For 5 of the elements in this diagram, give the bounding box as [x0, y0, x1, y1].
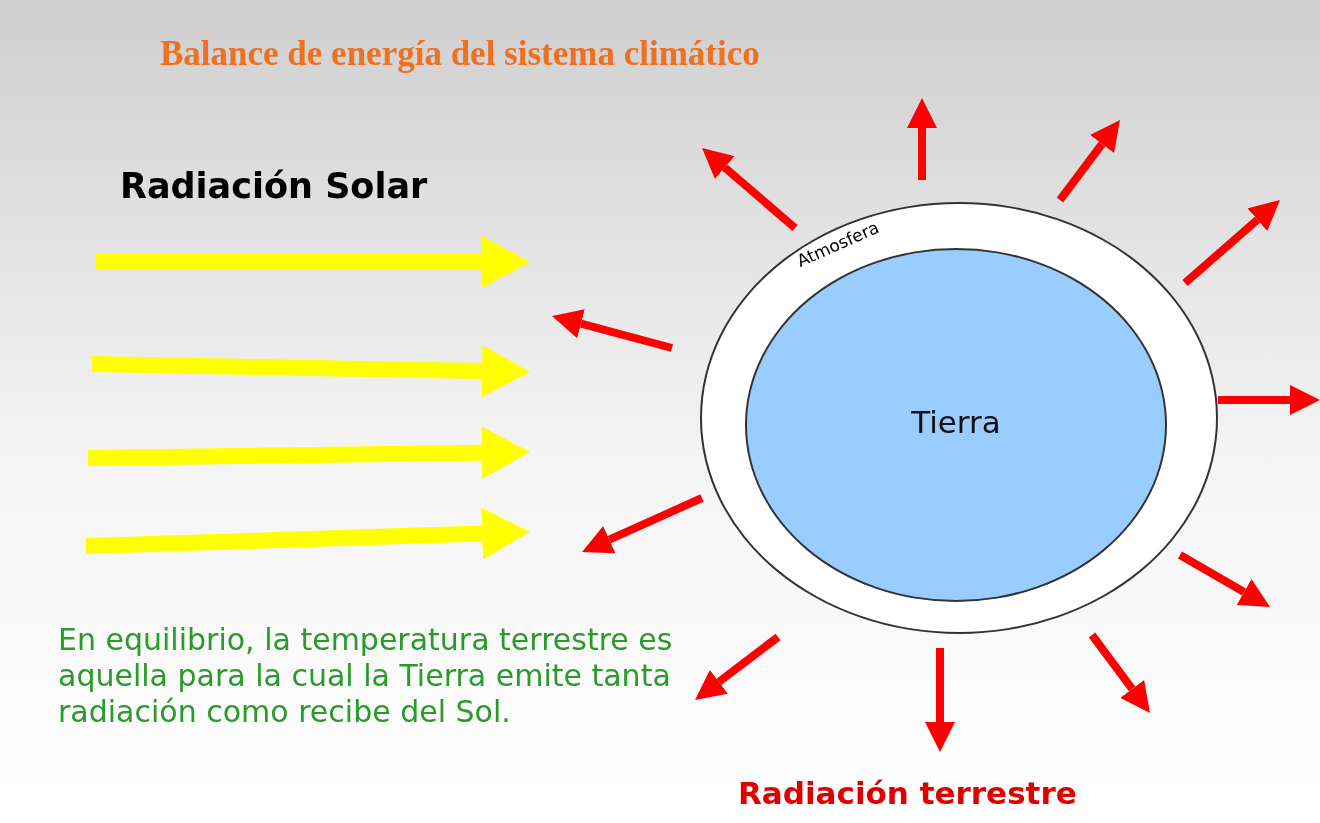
heading-label: Radiación Solar: [120, 166, 428, 206]
title: Balance de energía del sistema climático: [160, 34, 760, 74]
earth-label: Tierra: [910, 404, 1002, 440]
heading-label: Radiación terrestre: [738, 775, 1077, 811]
note-text: En equilibrio, la temperatura terrestre es aquella para la cual la Tierra emite tanta radiación como recibe del Sol.: [58, 622, 674, 730]
